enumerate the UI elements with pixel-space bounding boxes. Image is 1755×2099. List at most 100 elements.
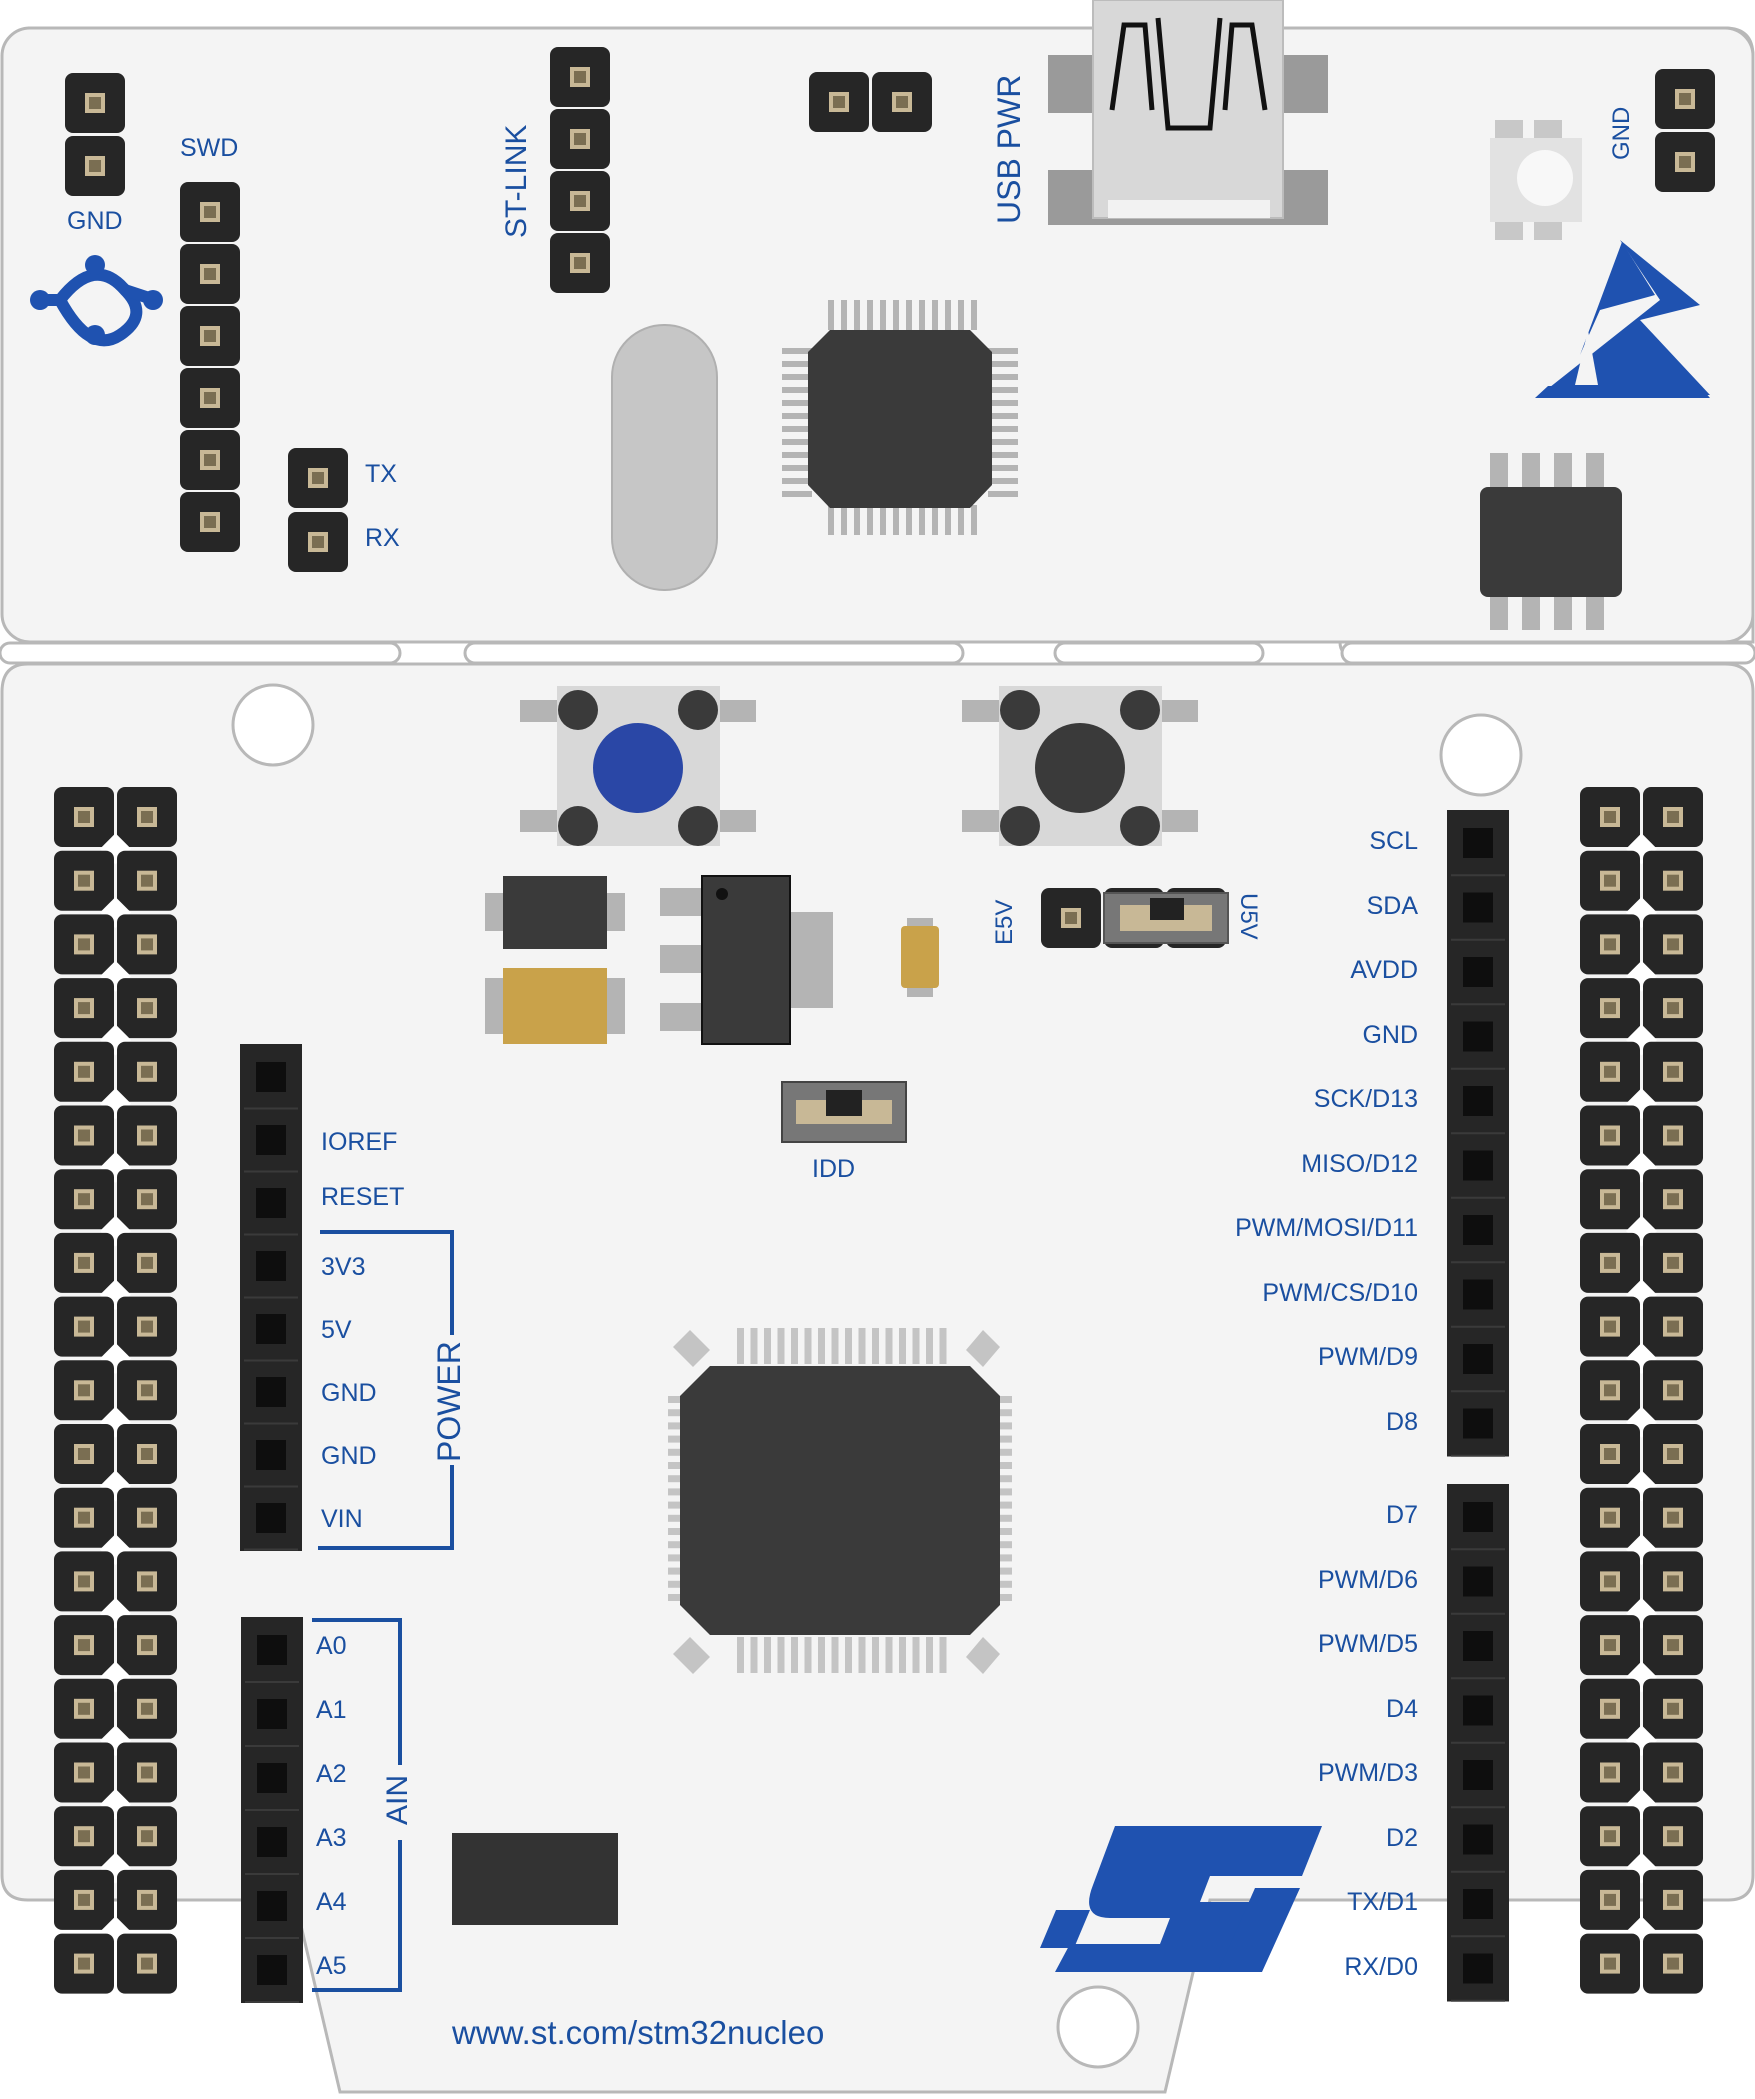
main-mcu: [668, 1328, 1012, 1674]
morpho-pin: [1643, 1105, 1703, 1166]
power-header: [240, 1044, 302, 1551]
header-pin: [1463, 1631, 1493, 1661]
smd-block: [452, 1833, 618, 1925]
reset-button: [962, 686, 1198, 846]
header-pin: [257, 1763, 287, 1793]
u5v-label: U5V: [1235, 893, 1262, 940]
morpho-pin: [117, 850, 177, 911]
morpho-pin: [117, 1678, 177, 1739]
header-pin: [256, 1503, 286, 1533]
morpho-pin: [1643, 1742, 1703, 1803]
morpho-pin: [117, 1742, 177, 1803]
morpho-pin: [54, 1742, 114, 1803]
morpho-pin: [117, 1869, 177, 1930]
digital-pin-label: D8: [1386, 1407, 1418, 1436]
ain-pin-label: A3: [316, 1824, 347, 1852]
st-logo-icon: [1040, 1826, 1322, 1972]
morpho-pin: [54, 850, 114, 911]
idd-label: IDD: [812, 1155, 856, 1183]
digital-pin-label: PWM/D3: [1318, 1759, 1418, 1787]
header-pin: [1463, 1279, 1493, 1310]
right-header-bottom: [1447, 1484, 1509, 2002]
digital-pin-label: SCL: [1369, 827, 1418, 855]
morpho-pin: [1580, 1169, 1640, 1230]
header-pin: [1463, 1021, 1493, 1052]
morpho-pin: [1580, 1742, 1640, 1803]
morpho-pin: [1580, 1615, 1640, 1676]
morpho-pin: [54, 1232, 114, 1293]
header-pin: [1463, 1408, 1493, 1439]
morpho-pin: [1643, 1360, 1703, 1421]
rx-label: RX: [365, 524, 400, 552]
digital-pin-label: PWM/CS/D10: [1262, 1278, 1418, 1307]
gnd-right-label: GND: [1608, 106, 1635, 160]
morpho-pin: [1580, 1296, 1640, 1357]
morpho-pin: [1580, 914, 1640, 975]
morpho-pin: [1580, 850, 1640, 911]
ain-pin-label: A2: [316, 1760, 347, 1788]
digital-pin-label: PWM/D6: [1318, 1565, 1418, 1594]
header-pin: [257, 1891, 287, 1921]
morpho-pin: [1643, 1806, 1703, 1867]
morpho-pin: [117, 1360, 177, 1421]
power-pin-label: IOREF: [321, 1128, 398, 1156]
morpho-pin: [1643, 850, 1703, 911]
morpho-pin: [54, 1041, 114, 1102]
header-pin: [257, 1699, 287, 1729]
morpho-left: [54, 787, 177, 1994]
morpho-pin: [1580, 1806, 1640, 1867]
morpho-pin: [54, 1360, 114, 1421]
morpho-pin: [1643, 1487, 1703, 1548]
ain-pin-label: A4: [316, 1888, 347, 1916]
morpho-pin: [54, 787, 114, 847]
morpho-pin: [1643, 1678, 1703, 1739]
morpho-pin: [54, 978, 114, 1039]
power-select-jumper: [1041, 888, 1229, 948]
power-pin-label: 5V: [321, 1316, 352, 1344]
morpho-pin: [117, 914, 177, 975]
morpho-pin: [1580, 1424, 1640, 1484]
morpho-pin: [1643, 1933, 1703, 1994]
ain-pin-label: A1: [316, 1696, 347, 1724]
header-pin: [256, 1314, 286, 1344]
power-pin-label: RESET: [321, 1183, 405, 1211]
morpho-pin: [1580, 1678, 1640, 1739]
crystal: [611, 324, 718, 591]
esd-warning-icon: [1535, 240, 1710, 398]
morpho-pin: [1643, 978, 1703, 1039]
morpho-pin: [1580, 978, 1640, 1039]
morpho-pin: [54, 1169, 114, 1230]
morpho-pin: [1580, 1360, 1640, 1421]
nucleo-logo-icon: [30, 255, 163, 347]
header-pin: [1463, 1215, 1493, 1245]
morpho-pin: [1580, 1551, 1640, 1612]
morpho-pin: [1580, 787, 1640, 847]
header-pin: [1463, 1695, 1493, 1726]
morpho-pin: [117, 1424, 177, 1484]
morpho-pin: [1643, 1169, 1703, 1230]
header-pin: [1463, 1824, 1493, 1855]
header-pin: [257, 1955, 287, 1985]
header-pin: [256, 1062, 286, 1092]
morpho-pin: [117, 1169, 177, 1230]
morpho-pin: [1643, 1551, 1703, 1612]
smd-capacitor: [901, 918, 939, 997]
url-label: www.st.com/stm32nucleo: [452, 2014, 825, 2051]
power-pin-label: GND: [321, 1442, 377, 1470]
morpho-pin: [117, 1615, 177, 1676]
morpho-pin: [54, 1678, 114, 1739]
digital-pin-label: PWM/D5: [1318, 1630, 1418, 1658]
morpho-pin: [117, 1041, 177, 1102]
morpho-right: [1580, 787, 1703, 1994]
morpho-pin: [54, 1105, 114, 1166]
ain-pin-label: A0: [316, 1632, 347, 1660]
ain-header: [241, 1617, 303, 2003]
morpho-pin: [1580, 1232, 1640, 1293]
morpho-pin: [117, 978, 177, 1039]
header-pin: [1463, 892, 1493, 923]
diode: [485, 876, 625, 949]
digital-pin-label: SCK/D13: [1313, 1085, 1418, 1113]
header-pin: [256, 1125, 286, 1155]
